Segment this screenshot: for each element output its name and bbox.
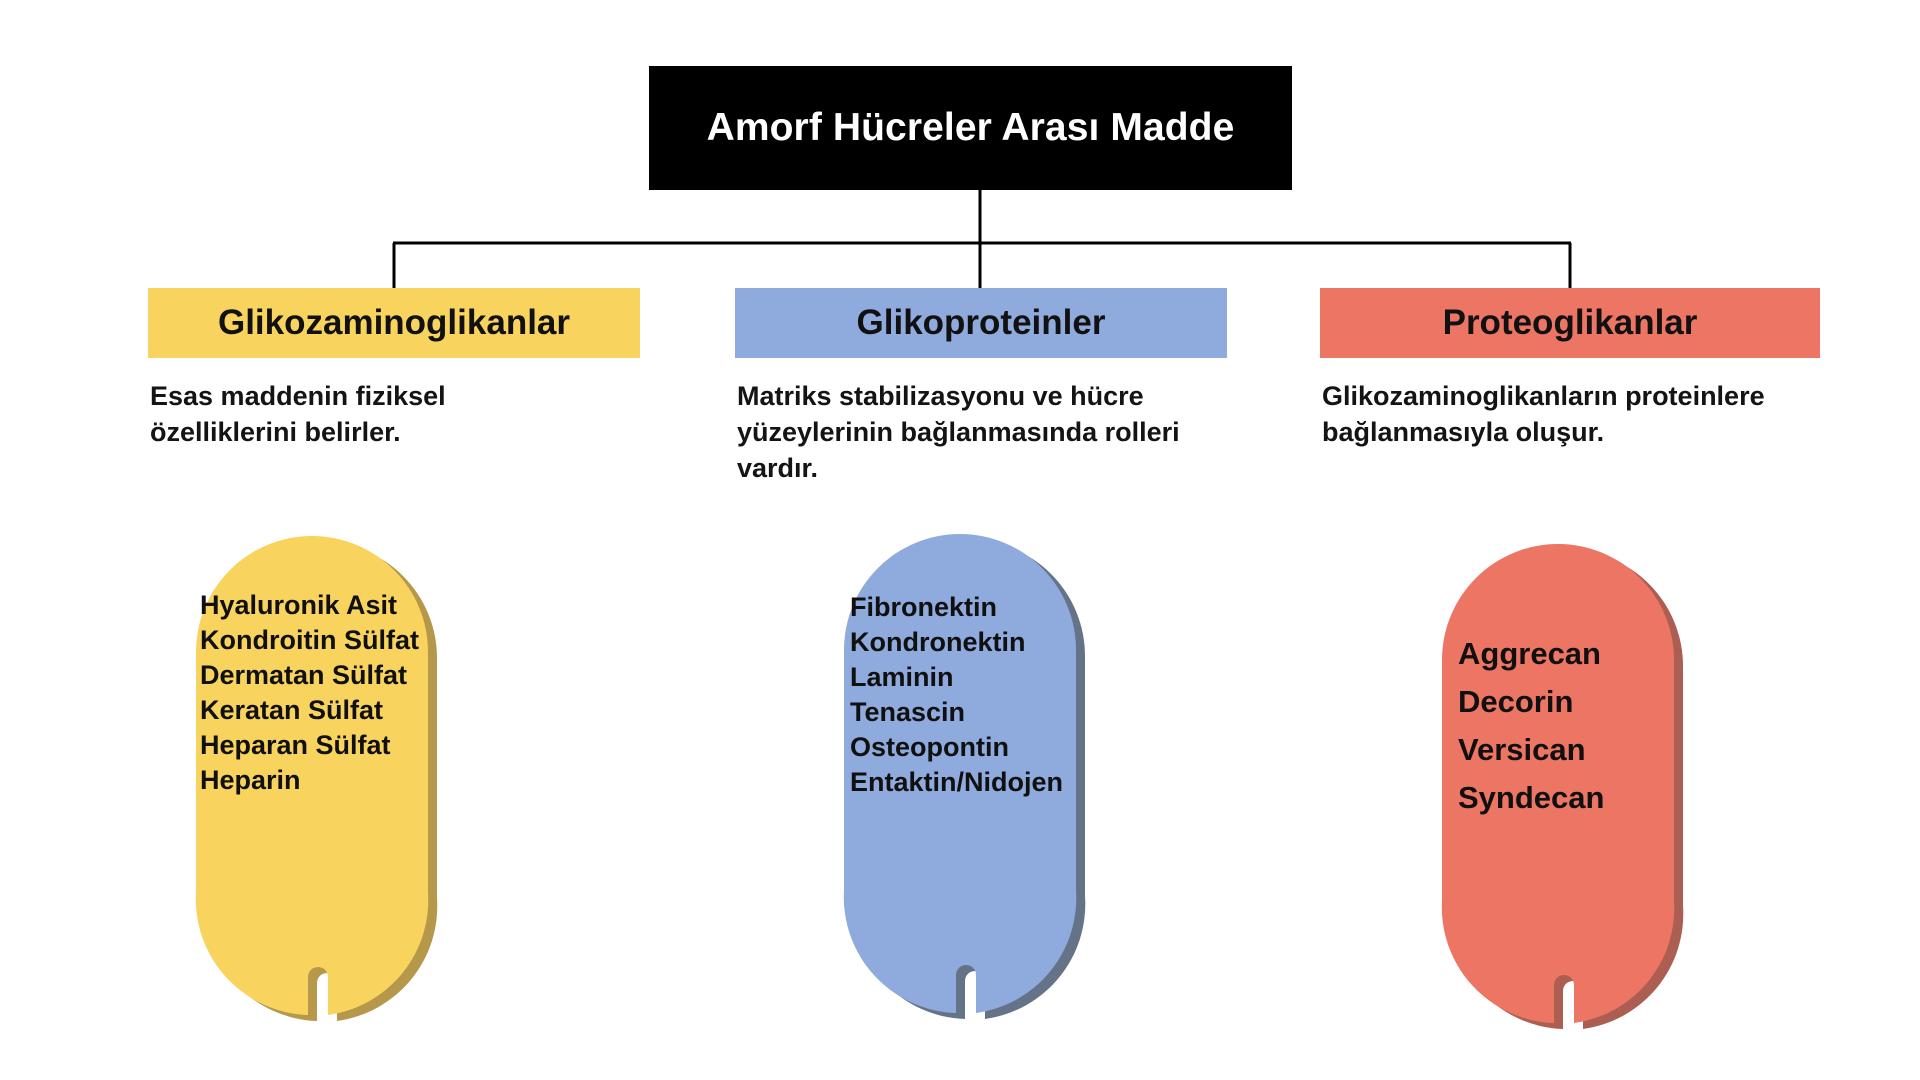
branch-header-glikozaminoglikanlar[interactable]: Glikozaminoglikanlar — [148, 288, 640, 358]
list-item: Heparin — [200, 765, 301, 796]
list-item: Fibronektin — [850, 592, 997, 622]
branch-glikoproteinler: Glikoproteinler Matriks stabilizasyonu v… — [735, 288, 1227, 487]
list-item: Syndecan — [1458, 780, 1605, 816]
branch-description-proteoglikanlar: Glikozaminoglikanların proteinlere bağla… — [1322, 381, 1765, 447]
branch-description-glikozaminoglikanlar: Esas maddenin fiziksel özelliklerini bel… — [150, 381, 446, 447]
capsule-item-list-proteoglikanlar: Aggrecan Decorin Versican Syndecan — [1458, 630, 1604, 822]
list-item: Kondronektin — [850, 627, 1026, 658]
list-item: Osteopontin — [850, 732, 1009, 763]
list-item: Decorin — [1458, 684, 1574, 720]
capsule-shape-yellow — [195, 536, 438, 1021]
list-item: Entaktin/Nidojen — [850, 767, 1064, 798]
capsule-shape-red — [1441, 544, 1684, 1029]
branch-header-proteoglikanlar[interactable]: Proteoglikanlar — [1320, 288, 1820, 358]
capsule-item-list-glikoproteinler: Fibronektin Kondronektin Laminin Tenasci… — [850, 590, 1063, 801]
capsule-proteoglikanlar[interactable]: Aggrecan Decorin Versican Syndecan — [1428, 530, 1708, 1030]
list-item: Dermatan Sülfat — [200, 660, 408, 691]
list-item: Laminin — [850, 662, 954, 693]
list-item: Heparan Sülfat — [200, 730, 391, 761]
list-item: Tenascin — [850, 697, 966, 728]
root-node-label: Amorf Hücreler Arası Madde — [706, 106, 1235, 149]
branch-header-label: Glikozaminoglikanlar — [217, 303, 571, 342]
branch-header-glikoproteinler[interactable]: Glikoproteinler — [735, 288, 1227, 358]
capsule-glikozaminoglikanlar[interactable]: Hyaluronik Asit Kondroitin Sülfat Dermat… — [182, 522, 462, 1022]
root-node-amorf-hucreler-arasi-madde[interactable]: Amorf Hücreler Arası Madde — [649, 66, 1292, 190]
list-item: Aggrecan — [1458, 636, 1601, 671]
capsule-glikoproteinler[interactable]: Fibronektin Kondronektin Laminin Tenasci… — [830, 520, 1110, 1020]
list-item: Hyaluronik Asit — [200, 590, 398, 620]
list-item: Versican — [1458, 732, 1586, 768]
branch-proteoglikanlar: Proteoglikanlar Glikozaminoglikanların p… — [1320, 288, 1820, 451]
list-item: Kondroitin Sülfat — [200, 625, 419, 656]
capsule-item-list-glikozaminoglikanlar: Hyaluronik Asit Kondroitin Sülfat Dermat… — [200, 588, 419, 799]
branch-header-label: Glikoproteinler — [856, 303, 1106, 342]
list-item: Keratan Sülfat — [200, 695, 384, 726]
capsule-shape-blue — [843, 534, 1086, 1019]
branch-glikozaminoglikanlar: Glikozaminoglikanlar Esas maddenin fizik… — [148, 288, 640, 451]
branch-header-label: Proteoglikanlar — [1442, 303, 1698, 342]
branch-description-glikoproteinler: Matriks stabilizasyonu ve hücre yüzeyler… — [737, 381, 1180, 483]
